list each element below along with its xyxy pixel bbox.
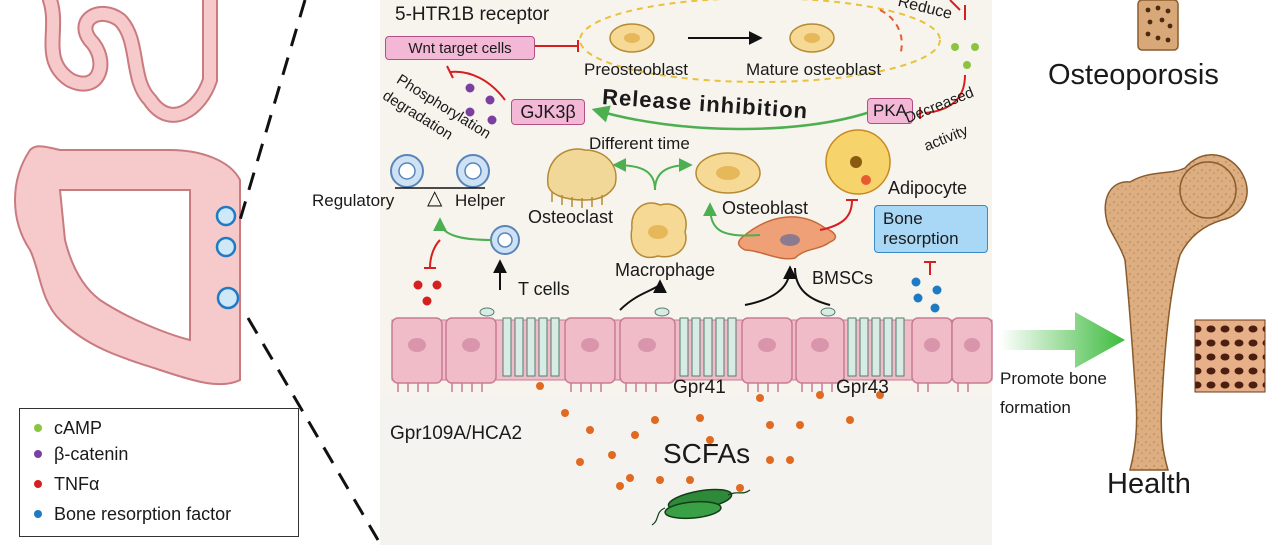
intestine-illustration (14, 0, 241, 386)
beta-catenin-dot-icon (34, 450, 42, 458)
delta-icon: △ (427, 187, 443, 209)
legend-item-camp: cAMP (34, 417, 102, 439)
legend-label: Bone resorption factor (54, 503, 232, 524)
adipocyte-label: Adipocyte (888, 178, 968, 198)
gjk3b-label: GJK3β (520, 101, 576, 122)
gut-bacteria (651, 488, 751, 526)
bone-resorption-line1: Bone (883, 209, 923, 228)
wnt-target-label: Wnt target cells (408, 39, 512, 57)
regulatory-label: Regulatory (312, 191, 395, 210)
preosteoblast-label: Preosteoblast (584, 60, 688, 79)
osteoporosis-label: Osteoporosis (1048, 59, 1219, 91)
t-cells-label: T cells (518, 279, 570, 299)
scfa-particles (536, 382, 884, 492)
legend-label: cAMP (54, 417, 103, 438)
trabecular-bone-inset (1194, 319, 1266, 393)
bone-resorption-line2: resorption (883, 229, 959, 248)
wnt-target-box: Wnt target cells (385, 36, 535, 60)
osteoclast-label: Osteoclast (528, 207, 614, 227)
gjk3b-box: GJK3β (511, 99, 585, 125)
legend-box: cAMP β-catenin TNFα Bone resorption fact… (19, 408, 299, 537)
gpr109a-label: Gpr109A/HCA2 (390, 423, 523, 444)
dashed-divider-lower (246, 317, 380, 541)
osteoclast-cell (547, 148, 617, 201)
mature-osteoblast-label: Mature osteoblast (746, 60, 882, 79)
legend-item-beta-catenin: β-catenin (34, 443, 128, 465)
different-time-label: Different time (589, 134, 690, 153)
bmscs-label: BMSCs (812, 268, 874, 288)
dashed-divider-upper (238, 0, 307, 221)
osteoporotic-bone (1137, 0, 1179, 51)
legend-item-bone-resorption-factor: Bone resorption factor (34, 503, 231, 525)
healthy-femur (1104, 154, 1248, 471)
legend-label: β-catenin (54, 443, 129, 464)
osteoblast-label: Osteoblast (722, 198, 809, 218)
legend-label: TNFα (54, 473, 100, 494)
gpr41-label: Gpr41 (673, 377, 726, 398)
helper-label: Helper (455, 191, 506, 210)
pka-box: PKA (867, 98, 913, 124)
camp-dot-icon (34, 424, 42, 432)
macrophage-label: Macrophage (615, 260, 716, 280)
promote-label-line1: Promote bone (1000, 369, 1107, 388)
bone-resorption-box: Bone resorption (874, 205, 988, 253)
legend-item-tnfa: TNFα (34, 473, 99, 495)
receptor-label: 5-HTR1B receptor (395, 4, 550, 25)
promote-arrow (1000, 312, 1125, 368)
scfas-label: SCFAs (663, 438, 751, 469)
bone-resorption-factor-dot-icon (34, 510, 42, 518)
maturation-oval (579, 0, 941, 83)
epithelial-membrane (391, 307, 993, 392)
gpr43-label: Gpr43 (836, 377, 889, 398)
tnfa-dot-icon (34, 480, 42, 488)
health-label: Health (1107, 468, 1191, 500)
pka-label: PKA (872, 101, 908, 120)
promote-label-line2: formation (1000, 398, 1071, 417)
